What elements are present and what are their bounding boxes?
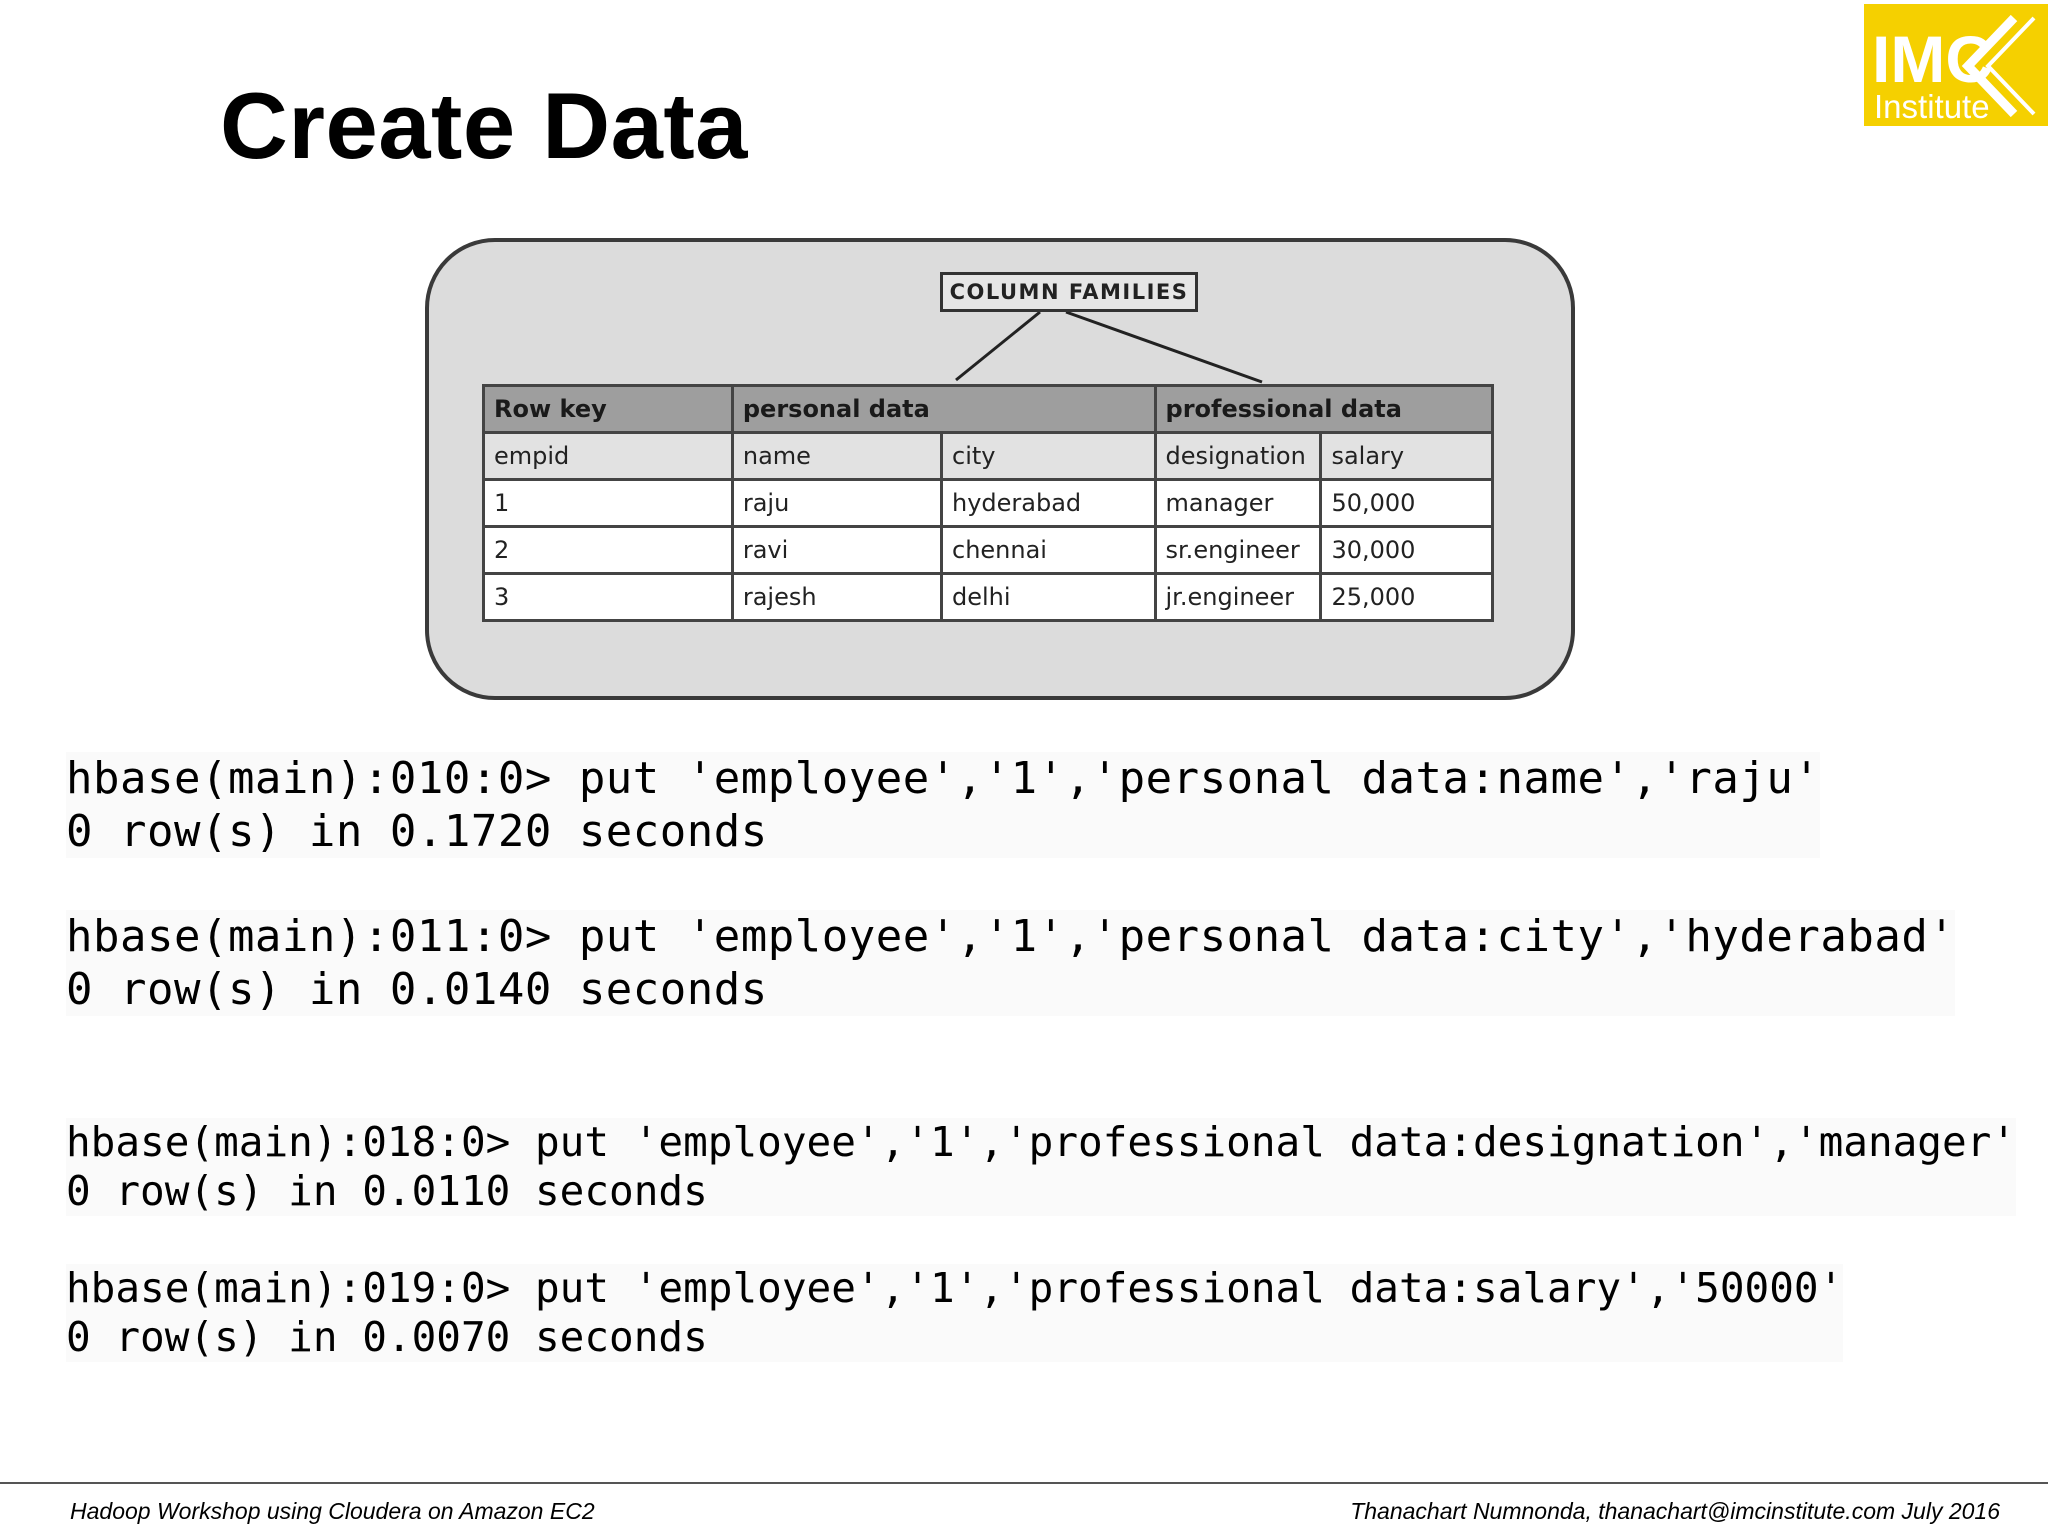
column-families-label: COLUMN FAMILIES — [940, 272, 1198, 312]
table-cell: 50,000 — [1319, 478, 1494, 528]
console-block-city: hbase(main):011:0> put 'employee','1','p… — [66, 910, 1956, 1016]
console-command: hbase(main):011:0> put 'employee','1','p… — [66, 911, 1956, 962]
imc-institute-logo: IMC Institute — [1864, 4, 2048, 126]
slide-title: Create Data — [220, 73, 748, 178]
table-cell: 30,000 — [1319, 525, 1494, 575]
console-block-salary: hbase(main):019:0> put 'employee','1','p… — [66, 1264, 1844, 1362]
console-result: 0 row(s) in 0.1720 seconds — [66, 806, 768, 857]
logo-text-imc: IMC — [1872, 22, 1993, 96]
header-cell: empid — [482, 431, 734, 481]
table-cell: chennai — [940, 525, 1157, 575]
table-row: 1 raju hyderabad manager 50,000 — [482, 478, 1494, 528]
console-command: hbase(main):018:0> put 'employee','1','p… — [66, 1118, 2017, 1166]
header-cell: salary — [1319, 431, 1494, 481]
table-cell: manager — [1153, 478, 1323, 528]
column-header-row: empid name city designation salary — [482, 431, 1494, 481]
family-cell-professional-data: professional data — [1153, 384, 1495, 434]
header-cell: name — [730, 431, 944, 481]
table-cell: raju — [730, 478, 944, 528]
table-cell: sr.engineer — [1153, 525, 1323, 575]
console-command: hbase(main):010:0> put 'employee','1','p… — [66, 753, 1821, 804]
table-cell: ravi — [730, 525, 944, 575]
column-family-row: Row key personal data professional data — [482, 384, 1495, 434]
family-cell-personal-data: personal data — [730, 384, 1157, 434]
table-row: 2 ravi chennai sr.engineer 30,000 — [482, 525, 1494, 575]
console-block-name: hbase(main):010:0> put 'employee','1','p… — [66, 752, 1821, 858]
table-cell: jr.engineer — [1153, 572, 1323, 622]
table-cell: 25,000 — [1319, 572, 1494, 622]
header-cell: designation — [1153, 431, 1323, 481]
console-result: 0 row(s) in 0.0140 seconds — [66, 964, 768, 1015]
table-cell: 2 — [482, 525, 734, 575]
table-cell: delhi — [940, 572, 1157, 622]
footer-course-title: Hadoop Workshop using Cloudera on Amazon… — [70, 1498, 595, 1524]
console-result: 0 row(s) in 0.0110 seconds — [66, 1167, 708, 1215]
logo-text-institute: Institute — [1874, 88, 1990, 125]
table-cell: hyderabad — [940, 478, 1157, 528]
family-cell-row-key: Row key — [482, 384, 734, 434]
hbase-table-diagram: Row key personal data professional data … — [482, 384, 1495, 622]
table-cell: 1 — [482, 478, 734, 528]
footer-author-info: Thanachart Numnonda, thanachart@imcinsti… — [1350, 1498, 2000, 1524]
table-cell: 3 — [482, 572, 734, 622]
table-row: 3 rajesh delhi jr.engineer 25,000 — [482, 572, 1494, 622]
header-cell: city — [940, 431, 1157, 481]
console-command: hbase(main):019:0> put 'employee','1','p… — [66, 1264, 1844, 1312]
table-cell: rajesh — [730, 572, 944, 622]
footer-divider — [0, 1482, 2048, 1484]
console-result: 0 row(s) in 0.0070 seconds — [66, 1313, 708, 1361]
console-block-designation: hbase(main):018:0> put 'employee','1','p… — [66, 1118, 2017, 1216]
